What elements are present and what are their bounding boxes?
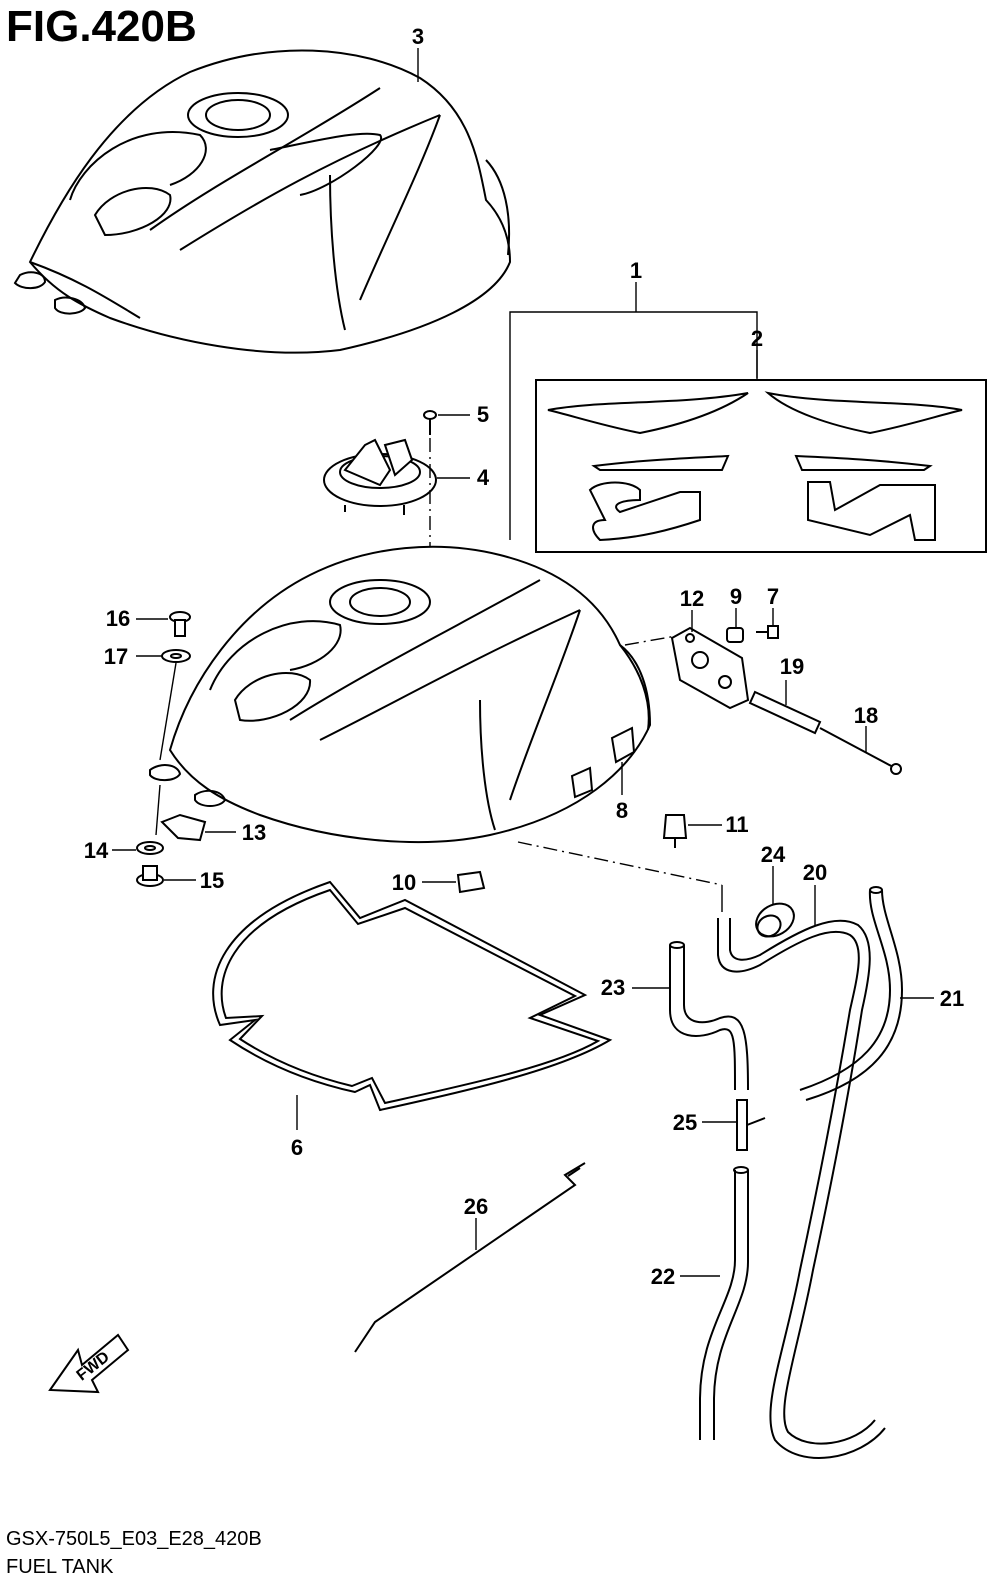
fuel-tank-upper[interactable] [13,49,512,354]
hose-23[interactable] [669,941,749,1091]
cushion-13[interactable] [160,813,207,842]
callout-18: 18 [854,703,878,728]
callout-13: 13 [242,820,266,845]
hose-21[interactable] [799,886,904,1101]
damper-24[interactable] [750,897,800,943]
callout-15: 15 [200,868,224,893]
callout-16: 16 [106,606,130,631]
fuel-tank-lower[interactable] [149,545,652,844]
hose-20[interactable] [717,918,886,1459]
callout-6: 6 [291,1135,303,1160]
callout-20: 20 [803,860,827,885]
callout-3: 3 [412,24,424,49]
callout-21: 21 [940,986,964,1011]
callout-17: 17 [104,644,128,669]
callout-23: 23 [601,975,625,1000]
section-name-label: FUEL TANK [6,1556,114,1578]
forward-arrow-icon: FWD [48,1333,130,1394]
fuel-cap[interactable] [323,438,437,515]
bolt-16[interactable] [169,611,191,637]
bolt-18[interactable] [819,727,902,775]
callout-19: 19 [780,654,804,679]
bolt-5[interactable] [423,410,437,435]
callout-7: 7 [767,584,779,609]
callout-8: 8 [616,798,628,823]
callout-10: 10 [392,870,416,895]
emblem-box [535,379,987,553]
callout-26: 26 [464,1194,488,1219]
model-code-label: GSX-750L5_E03_E28_420B [6,1528,262,1550]
gasket-6[interactable] [212,880,613,1112]
grommet-14[interactable] [136,841,164,855]
hose-22[interactable] [699,1166,749,1440]
washer-17[interactable] [161,649,191,663]
joint-25[interactable] [736,1099,766,1151]
sleeve-19[interactable] [748,690,822,735]
rod-26[interactable] [354,1162,586,1353]
cushion-10[interactable] [456,870,486,894]
callout-12: 12 [680,586,704,611]
collar-15[interactable] [136,865,164,887]
callout-14: 14 [84,838,109,863]
callout-24: 24 [761,842,786,867]
emblem-set[interactable] [547,391,963,542]
bracket-12[interactable] [670,626,750,710]
cushion-8[interactable] [570,726,636,799]
bolt-7[interactable] [756,625,779,639]
emblem-set-bracket [509,282,758,540]
callout-25: 25 [673,1110,697,1135]
collar-9[interactable] [726,627,744,643]
callout-22: 22 [651,1264,675,1289]
callout-1: 1 [630,258,642,283]
callout-11: 11 [725,812,748,837]
damper-11[interactable] [662,814,688,848]
callout-2: 2 [751,326,763,351]
figure-title: FIG.420B [6,2,197,51]
callout-4: 4 [477,465,490,490]
callout-9: 9 [730,584,742,609]
callout-5: 5 [477,402,489,427]
